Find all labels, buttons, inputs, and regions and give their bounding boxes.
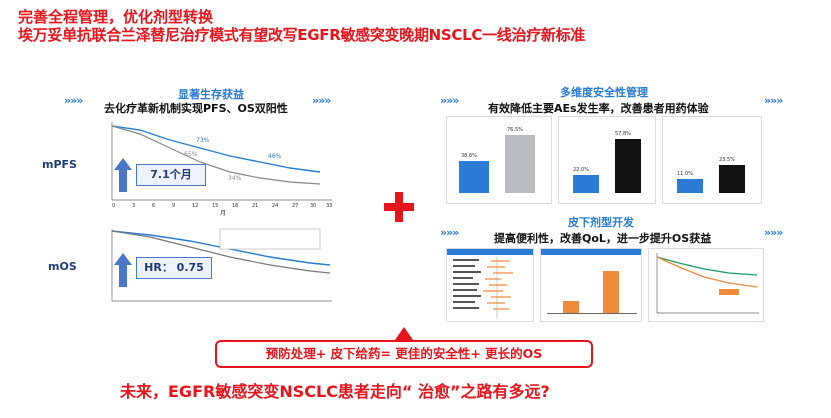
right-bottom-subheading: 提高便利性，改善QoL，进一步提升OS获益 [494,232,712,245]
bar [719,165,745,193]
forest-plot-panel [446,248,534,322]
pfs-curve-combo [111,125,321,173]
svg-text:30: 30 [310,203,316,209]
svg-text:9: 9 [172,203,175,209]
callout-box: 预防处理+ 皮下给药= 更佳的安全性+ 更长的OS [215,340,593,368]
sc-os-panel [648,248,764,322]
bar [563,301,579,313]
chevron-right-icon: »»» [764,94,783,107]
chevron-right-icon: »»» [64,94,83,107]
os-curve-sc [656,256,758,276]
bar-value: 23.5% [719,157,735,163]
pfs-x-axis-label: 月 [220,210,226,217]
bar [603,271,619,313]
sc-os-svg [656,253,759,314]
callout-pointer-icon [395,327,413,340]
pfs-pct-label: 46% [268,153,282,160]
bar-value: 76.5% [507,127,523,133]
panel-header-bar [447,249,533,255]
sc-bar-panel [540,248,642,322]
forest-plot-svg [453,257,513,319]
bar-value: 38.6% [461,153,477,159]
arrow-shaft [119,170,127,192]
chevron-right-icon: »»» [312,94,331,107]
pfs-pct-label: 73% [196,137,210,144]
plus-icon [384,192,414,222]
svg-text:0: 0 [112,203,115,209]
svg-text:24: 24 [272,203,278,209]
bar [677,179,703,193]
svg-text:27: 27 [292,203,298,209]
slide-title-line2: 埃万妥单抗联合兰泽替尼治疗模式有望改写EGFR敏感突变晚期NSCLC一线治疗新标… [18,26,585,44]
mpfs-label: mPFS [42,158,77,171]
bar-value: 11.0% [677,171,693,177]
os-curve-control [111,230,331,274]
ae-chart-2: 22.0% 57.8% [558,116,656,204]
os-km-svg [111,228,332,302]
bar [573,175,599,193]
svg-text:33: 33 [326,203,332,209]
chevron-right-icon: »»» [764,226,783,239]
pfs-pct-label: 34% [228,175,242,182]
os-km-chart: HR： 0.75 [100,225,336,317]
svg-text:21: 21 [252,203,258,209]
svg-text:15: 15 [212,203,218,209]
chevron-right-icon: »»» [440,94,459,107]
pfs-x-ticks: 0 3 6 9 12 15 18 21 24 27 30 33 [112,203,332,209]
panel-header-bar [541,249,641,255]
pfs-gain-box: 7.1个月 [136,164,206,186]
chevron-right-icon: »»» [440,226,459,239]
bar [505,135,535,193]
arrow-up-icon [114,253,132,265]
os-curve-iv [656,256,758,288]
pfs-pct-label: 65% [184,151,198,158]
slide-title-line1: 完善全程管理，优化剂型转换 [18,8,214,26]
svg-text:12: 12 [192,203,198,209]
bar-value: 57.8% [615,131,631,137]
right-top-subheading: 有效降低主要AEs发生率，改善患者用药体验 [488,102,709,115]
arrow-up-icon [114,158,132,170]
svg-text:6: 6 [152,203,155,209]
bar [459,161,489,193]
hr-box: HR： 0.75 [136,257,212,279]
svg-text:18: 18 [232,203,238,209]
bottom-question: 未来，EGFR敏感突变NSCLC患者走向“ 治愈”之路有多远? [120,382,550,401]
mos-label: mOS [48,260,77,273]
pfs-km-chart: 73% 65% 46% 34% 0 3 6 9 12 15 18 21 24 2… [100,118,336,218]
left-section-heading: 显著生存获益 [178,88,244,101]
svg-text:3: 3 [132,203,135,209]
bar-value: 22.0% [573,167,589,173]
ae-chart-1: 38.6% 76.5% [446,116,552,204]
ae-chart-3: 11.0% 23.5% [662,116,762,204]
x-axis [547,313,637,314]
bar [615,139,641,193]
left-section-subheading: 去化疗革新机制实现PFS、OS双阳性 [104,102,288,115]
pfs-curve-control [111,125,321,185]
legend-swatch [719,289,739,295]
os-legend-box [219,228,321,250]
pfs-km-svg: 73% 65% 46% 34% 0 3 6 9 12 15 18 21 24 2… [111,122,332,217]
right-bottom-heading: 皮下剂型开发 [568,216,634,229]
right-top-heading: 多维度安全性管理 [560,86,648,99]
arrow-shaft [119,265,127,287]
